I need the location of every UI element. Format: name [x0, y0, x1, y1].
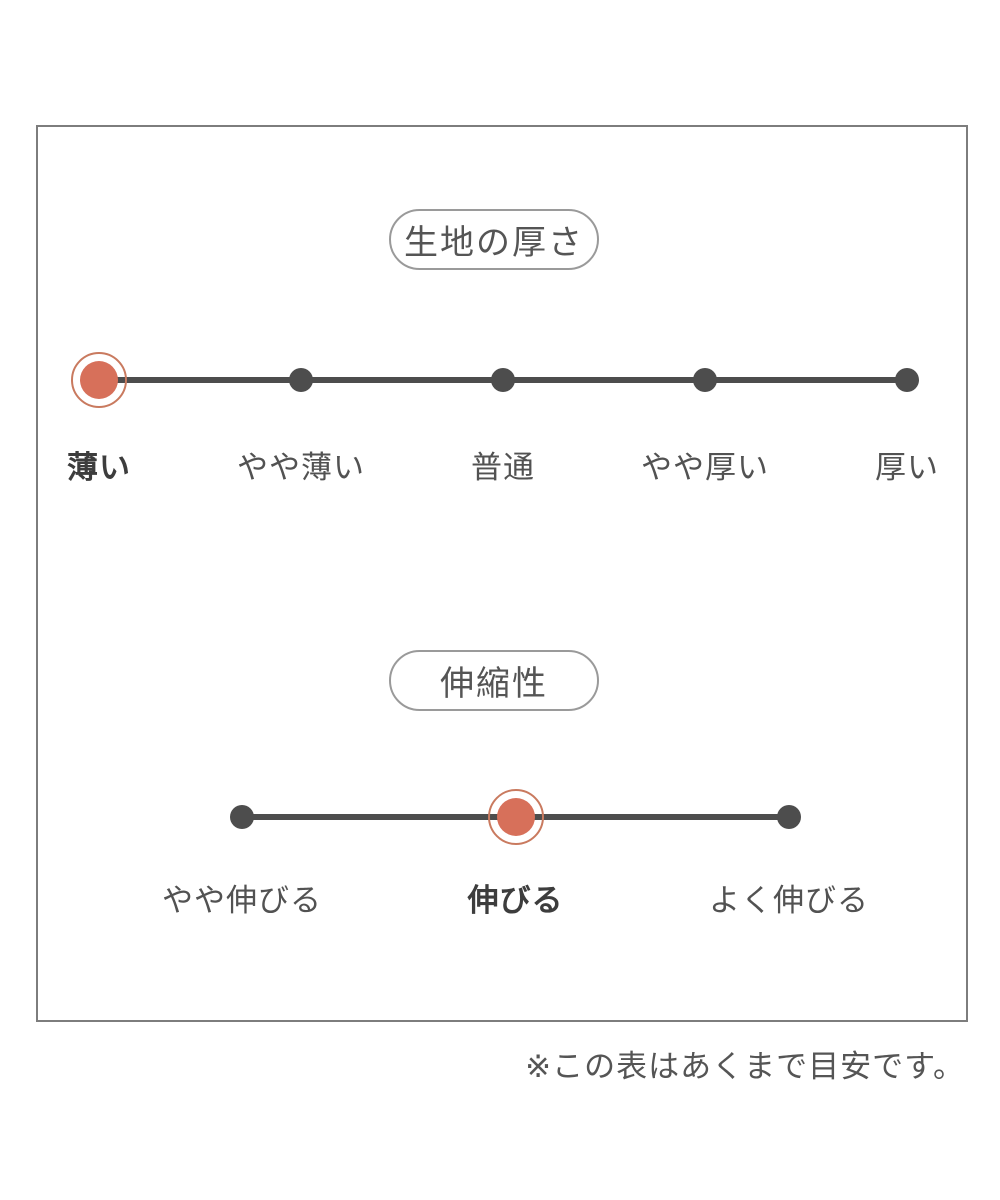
- scale-option-label: 厚い: [875, 450, 939, 485]
- thickness-title-badge: 生地の厚さ: [389, 209, 599, 270]
- scale-dot: [289, 368, 313, 392]
- scale-option-label: やや厚い: [641, 450, 769, 485]
- stretch-title-badge: 伸縮性: [389, 650, 599, 711]
- scale-option-label: やや伸びる: [162, 883, 322, 918]
- scale-option-label: よく伸びる: [709, 883, 869, 918]
- scale-dot-selected: [487, 789, 544, 845]
- scale-dot: [693, 368, 717, 392]
- scale-dot: [777, 805, 801, 829]
- scale-dot: [895, 368, 919, 392]
- thickness-title: 生地の厚さ: [404, 224, 584, 262]
- spec-panel: 生地の厚さ 薄い やや薄い 普通 やや厚い 厚い 伸縮性 やや伸びる 伸びる よく伸びる: [36, 125, 968, 1022]
- scale-option-label: 伸びる: [467, 883, 564, 918]
- footnote: ※この表はあくまで目安です。: [525, 1049, 965, 1084]
- scale-dot: [491, 368, 515, 392]
- scale-option-label: 薄い: [67, 450, 131, 485]
- stretch-title: 伸縮性: [440, 665, 548, 703]
- scale-dot: [230, 805, 254, 829]
- scale-option-label: やや薄い: [237, 450, 365, 485]
- scale-dot-selected: [71, 352, 127, 408]
- scale-option-label: 普通: [471, 450, 535, 485]
